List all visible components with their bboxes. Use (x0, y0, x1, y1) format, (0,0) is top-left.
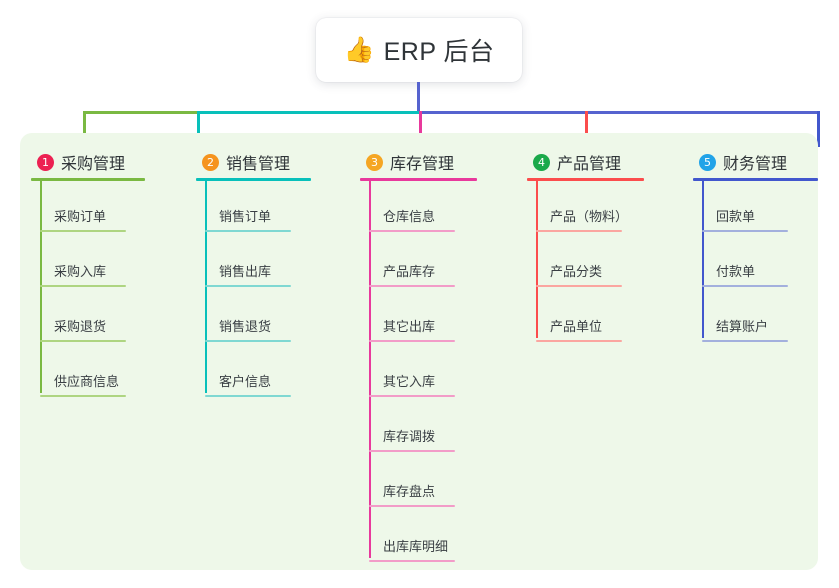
root-node-title: ERP 后台 (383, 38, 495, 66)
branch-title: 采购管理 (61, 156, 126, 173)
branch-item-rule (369, 230, 455, 232)
branch-item[interactable]: 销售订单 (219, 209, 272, 224)
branch-item-rule (205, 395, 291, 397)
thumbs-up-icon: 👍 (343, 35, 375, 64)
branch-index-badge: 2 (202, 153, 219, 171)
branch-header-rule (196, 178, 311, 181)
branch-item-rule (536, 285, 622, 287)
branch-item-rule (702, 340, 788, 342)
connector-trunk (417, 82, 420, 113)
branch-header-4[interactable]: 4 产品管理 (527, 147, 621, 177)
branches-panel (20, 133, 818, 570)
connector-drop-3 (419, 111, 422, 147)
branch-item[interactable]: 供应商信息 (54, 374, 120, 389)
branch-item[interactable]: 采购退货 (54, 319, 107, 334)
branch-header-rule (360, 178, 477, 181)
branch-index-badge: 5 (699, 153, 716, 171)
branch-index-badge: 4 (533, 153, 550, 171)
branch-item-rule (369, 505, 455, 507)
branch-index-badge: 1 (37, 153, 54, 171)
branch-header-3[interactable]: 3 库存管理 (360, 147, 454, 177)
branch-item[interactable]: 回款单 (716, 209, 756, 224)
branch-header-rule (527, 178, 644, 181)
branch-item-rule (536, 230, 622, 232)
branch-header-1[interactable]: 1 采购管理 (31, 147, 125, 177)
branch-item-rule (702, 230, 788, 232)
branch-item-rule (702, 285, 788, 287)
connector-drop-2 (197, 111, 200, 147)
connector-drop-5 (817, 111, 820, 147)
branch-title: 库存管理 (390, 156, 455, 173)
branch-header-2[interactable]: 2 销售管理 (196, 147, 290, 177)
branch-title: 销售管理 (226, 156, 291, 173)
branch-item[interactable]: 仓库信息 (383, 209, 436, 224)
branch-item-rule (205, 285, 291, 287)
branch-item-rule (205, 230, 291, 232)
branch-item-rule (40, 230, 126, 232)
branch-item[interactable]: 销售退货 (219, 319, 272, 334)
branch-header-rule (693, 178, 818, 181)
branch-item[interactable]: 采购入库 (54, 264, 107, 279)
connector-bar-segment-2 (197, 111, 420, 114)
branch-item[interactable]: 采购订单 (54, 209, 107, 224)
branch-item[interactable]: 付款单 (716, 264, 756, 279)
branch-item-rule (205, 340, 291, 342)
branch-item-rule (369, 560, 455, 562)
branch-title: 产品管理 (557, 156, 622, 173)
branch-item[interactable]: 结算账户 (716, 319, 769, 334)
connector-bar-segment-3 (420, 111, 818, 114)
branch-item-rule (40, 285, 126, 287)
branch-item-rule (40, 395, 126, 397)
branch-item-rule (536, 340, 622, 342)
branch-item[interactable]: 产品单位 (550, 319, 603, 334)
branch-item[interactable]: 产品分类 (550, 264, 603, 279)
branch-item-rule (369, 450, 455, 452)
branch-item-rule (369, 285, 455, 287)
branch-item[interactable]: 销售出库 (219, 264, 272, 279)
root-node-content: 👍 ERP 后台 (343, 32, 494, 68)
branch-header-5[interactable]: 5 财务管理 (693, 147, 787, 177)
branch-item[interactable]: 其它出库 (383, 319, 436, 334)
root-node-card[interactable]: 👍 ERP 后台 (316, 18, 522, 82)
branch-item[interactable]: 出库库明细 (383, 539, 449, 554)
branch-item[interactable]: 其它入库 (383, 374, 436, 389)
branch-item[interactable]: 库存盘点 (383, 484, 436, 499)
branch-index-badge: 3 (366, 153, 383, 171)
branch-header-rule (31, 178, 145, 181)
branch-spine (536, 178, 538, 338)
branch-item[interactable]: 客户信息 (219, 374, 272, 389)
branch-item-rule (369, 395, 455, 397)
connector-drop-4 (585, 111, 588, 147)
branch-title: 财务管理 (723, 156, 788, 173)
branch-item[interactable]: 产品库存 (383, 264, 436, 279)
connector-drop-1 (83, 111, 86, 147)
branch-item[interactable]: 库存调拨 (383, 429, 436, 444)
branch-item-rule (40, 340, 126, 342)
branch-spine (702, 178, 704, 338)
branch-spine (369, 178, 371, 558)
connector-bar-segment-1 (83, 111, 197, 114)
branch-item[interactable]: 产品（物料） (550, 209, 629, 224)
branch-item-rule (369, 340, 455, 342)
